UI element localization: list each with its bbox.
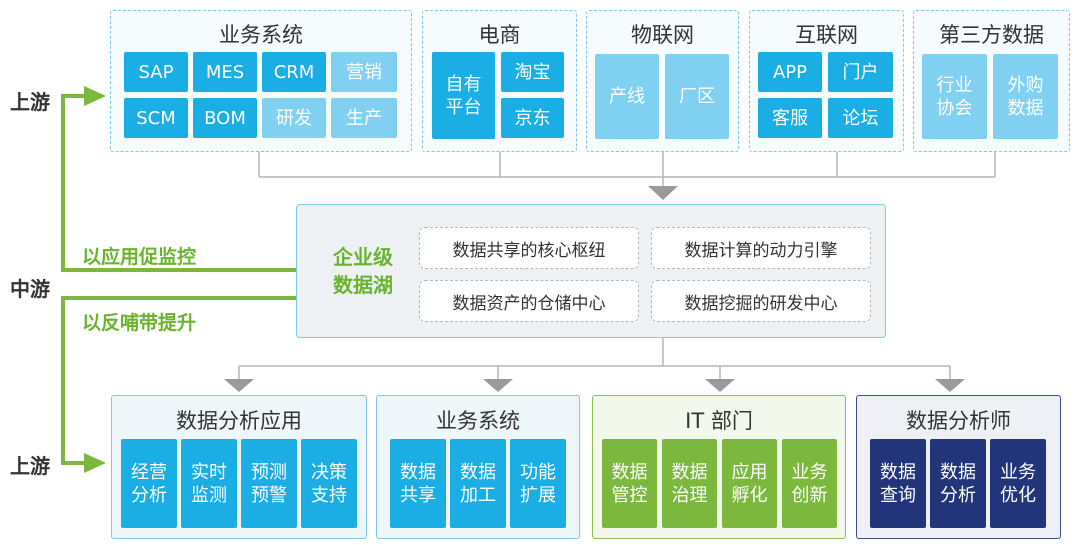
- panel-title: 电商: [478, 23, 521, 47]
- tile-factory-area: 厂区: [665, 54, 729, 139]
- tile-data-analysis: 数据 分析: [930, 439, 986, 528]
- green-label-lower: 以反哺带提升: [82, 312, 197, 334]
- tile-data-sharing: 数据 共享: [390, 439, 446, 528]
- tile-purchased-data: 外购 数据: [993, 54, 1058, 139]
- tile-data-processing: 数据 加工: [450, 439, 506, 528]
- tile-portal: 门户: [828, 52, 893, 92]
- panel-title: IT 部门: [685, 409, 753, 433]
- bottom-panel-it-department: IT 部门 数据 管控 数据 治理 应用 孵化 业务 创新: [592, 395, 846, 539]
- panel-title: 数据分析师: [906, 409, 1011, 433]
- panel-title: 互联网: [795, 23, 858, 47]
- tile-operation-analysis: 经营 分析: [121, 439, 177, 528]
- top-panel-third-party: 第三方数据 行业 协会 外购 数据: [913, 10, 1070, 152]
- data-lake-title: 企业级 数据湖: [333, 245, 393, 297]
- tile-production-line: 产线: [595, 54, 659, 139]
- bottom-panel-data-analysis-apps: 数据分析应用 经营 分析 实时 监测 预测 预警 决策 支持: [111, 395, 367, 539]
- tile-crm: CRM: [262, 52, 326, 92]
- side-label-upstream-top: 上游: [10, 90, 50, 114]
- top-panel-ecommerce: 电商 自有 平台 淘宝 京东: [422, 10, 577, 152]
- tile-business-innovation: 业务 创新: [782, 439, 837, 528]
- tile-customer-service: 客服: [758, 98, 822, 138]
- tile-app-incubation: 应用 孵化: [722, 439, 777, 528]
- tile-production: 生产: [331, 98, 397, 138]
- bottom-panel-business-systems: 业务系统 数据 共享 数据 加工 功能 扩展: [376, 395, 580, 539]
- tile-marketing: 营销: [331, 52, 397, 92]
- enterprise-data-lake: 企业级 数据湖 数据共享的核心枢纽 数据计算的动力引擎 数据资产的仓储中心 数据…: [296, 204, 886, 338]
- tile-bom: BOM: [193, 98, 257, 138]
- top-panel-business-systems: 业务系统 SAP MES CRM 营销 SCM BOM 研发 生产: [110, 10, 412, 152]
- panel-title: 业务系统: [436, 409, 520, 433]
- lake-item-sharing-hub: 数据共享的核心枢纽: [419, 227, 639, 269]
- tile-realtime-monitoring: 实时 监测: [181, 439, 237, 528]
- tile-data-query: 数据 查询: [870, 439, 926, 528]
- tile-sap: SAP: [124, 52, 188, 92]
- panel-title: 物联网: [631, 23, 694, 47]
- tile-mes: MES: [193, 52, 257, 92]
- tile-app: APP: [758, 52, 822, 92]
- tile-business-optimization: 业务 优化: [990, 439, 1046, 528]
- panel-title: 数据分析应用: [176, 409, 302, 433]
- bottom-panel-data-analyst: 数据分析师 数据 查询 数据 分析 业务 优化: [856, 395, 1061, 539]
- tile-forum: 论坛: [828, 98, 893, 138]
- lake-item-compute-engine: 数据计算的动力引擎: [651, 227, 871, 269]
- tile-industry-association: 行业 协会: [922, 54, 987, 139]
- side-label-upstream-bottom: 上游: [10, 454, 50, 478]
- panel-title: 第三方数据: [939, 23, 1044, 47]
- tile-rnd: 研发: [262, 98, 326, 138]
- lake-item-mining-rnd: 数据挖掘的研发中心: [651, 280, 871, 322]
- tile-own-platform: 自有 平台: [432, 52, 495, 139]
- side-label-midstream: 中游: [10, 277, 50, 301]
- top-panel-internet: 互联网 APP 门户 客服 论坛: [749, 10, 904, 152]
- top-panel-iot: 物联网 产线 厂区: [586, 10, 739, 152]
- tile-function-extension: 功能 扩展: [510, 439, 566, 528]
- tile-decision-support: 决策 支持: [301, 439, 357, 528]
- tile-data-governance-control: 数据 管控: [602, 439, 657, 528]
- green-label-upper: 以应用促监控: [82, 246, 197, 268]
- tile-jd: 京东: [501, 98, 564, 138]
- tile-forecast-warning: 预测 预警: [241, 439, 297, 528]
- panel-title: 业务系统: [219, 23, 303, 47]
- lake-item-asset-storage: 数据资产的仓储中心: [419, 280, 639, 322]
- tile-taobao: 淘宝: [501, 52, 564, 92]
- tile-scm: SCM: [124, 98, 188, 138]
- tile-data-governance: 数据 治理: [662, 439, 717, 528]
